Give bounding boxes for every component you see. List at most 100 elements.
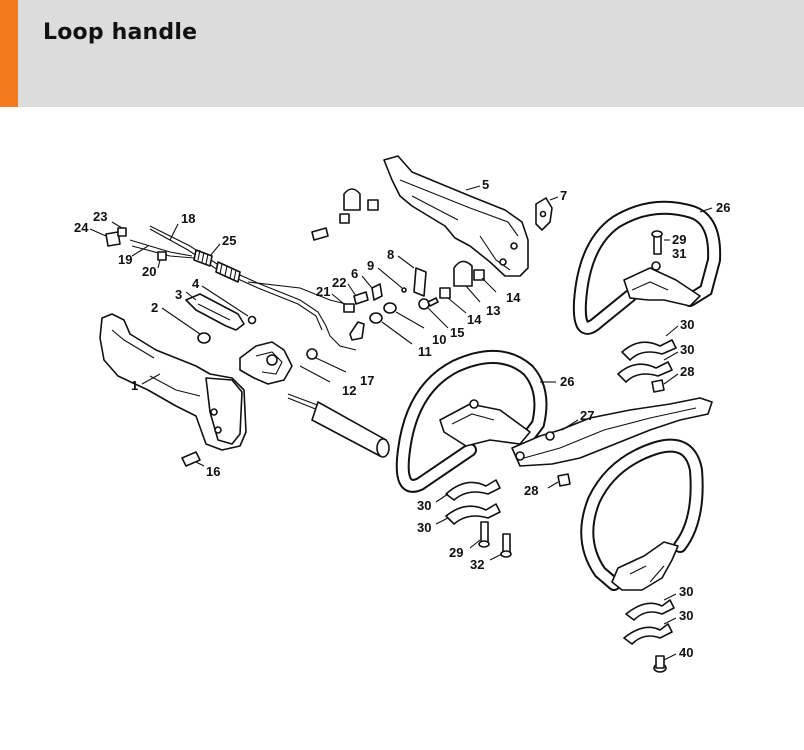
callout-5: 5	[482, 177, 489, 192]
callout-25: 25	[222, 233, 236, 248]
callout-30-upper-a: 30	[680, 317, 694, 332]
leader-13	[465, 285, 481, 303]
part-2-spring	[197, 332, 211, 344]
leader-23	[111, 221, 123, 229]
part-11-switch	[349, 312, 383, 341]
part-30-clamp-f	[623, 623, 673, 645]
leader-7	[549, 196, 559, 201]
part-23-clip	[117, 227, 127, 237]
callout-26-center: 26	[560, 374, 574, 389]
callout-17: 17	[360, 373, 374, 388]
callout-26-upper: 26	[716, 200, 730, 215]
leader-14a	[481, 277, 497, 293]
part-16-screw	[181, 451, 201, 467]
leader-11	[381, 321, 413, 345]
leader-28a	[663, 373, 679, 385]
leader-40	[663, 653, 677, 661]
accent-bar	[0, 0, 18, 107]
part-27-handle-bar	[511, 397, 713, 467]
part-26-loop-handle-center	[395, 349, 548, 493]
leader-17	[315, 357, 347, 373]
callout-9: 9	[367, 258, 374, 273]
callout-31: 31	[672, 246, 686, 261]
callout-6: 6	[351, 266, 358, 281]
leader-28b	[547, 481, 559, 489]
callout-1: 1	[131, 378, 138, 393]
callout-30-upper-b: 30	[680, 342, 694, 357]
callout-20: 20	[142, 264, 156, 279]
part-22-spring	[353, 291, 369, 305]
part-clamp-upper-left	[311, 188, 379, 241]
callout-10: 10	[432, 332, 446, 347]
leader-18	[169, 223, 179, 241]
leader-8	[397, 255, 415, 269]
part-1-rear-handle	[99, 313, 247, 451]
part-21-connector	[343, 303, 355, 313]
callout-14-left: 14	[467, 312, 482, 327]
part-17-nut	[306, 348, 318, 360]
callout-21: 21	[316, 284, 330, 299]
callout-2: 2	[151, 300, 158, 315]
callout-13: 13	[486, 303, 500, 318]
callout-24: 24	[74, 220, 89, 235]
callout-22: 22	[332, 275, 346, 290]
callout-29-center: 29	[449, 545, 463, 560]
part-32-screw	[500, 533, 512, 558]
part-25-throttle-cable	[149, 225, 357, 351]
callout-30-center-b: 30	[417, 520, 431, 535]
part-30-clamp-c	[445, 479, 501, 501]
part-12-handle-bracket	[239, 341, 293, 385]
callout-11: 11	[418, 344, 432, 359]
part-40-screw	[653, 655, 667, 673]
callout-29-upper: 29	[672, 232, 686, 247]
callout-28-upper: 28	[680, 364, 694, 379]
page-title: Loop handle	[43, 20, 198, 45]
leader-12	[299, 365, 331, 383]
part-13-clamp	[439, 260, 485, 299]
leader-32	[489, 553, 503, 561]
callout-30-lower-b: 30	[679, 608, 693, 623]
callout-12: 12	[342, 383, 356, 398]
leader-24	[89, 228, 107, 237]
leader-30d	[435, 517, 449, 525]
part-7-grip-plate	[535, 197, 553, 231]
callout-4: 4	[192, 276, 200, 291]
part-15-screw	[418, 297, 439, 310]
leader-21	[331, 293, 345, 305]
part-5-housing-shell	[383, 155, 529, 277]
callout-30-center-a: 30	[417, 498, 431, 513]
callout-14-right: 14	[506, 290, 521, 305]
part-9-pin	[401, 287, 407, 293]
leader-2	[161, 307, 201, 335]
callout-32: 32	[470, 557, 484, 572]
leader-26a	[699, 207, 713, 213]
part-29-screw-upper	[651, 230, 663, 255]
leader-30a	[665, 325, 679, 337]
part-drive-tube	[287, 393, 390, 458]
callout-3: 3	[175, 287, 182, 302]
leader-29b	[469, 539, 481, 549]
part-30-clamp-a	[621, 339, 677, 361]
leader-30f	[663, 617, 677, 625]
part-30-clamp-d	[445, 503, 501, 525]
leader-9	[377, 267, 403, 289]
part-24-terminal	[105, 231, 121, 247]
part-6-bracket	[371, 283, 383, 301]
part-26-loop-handle-upper	[572, 200, 722, 335]
part-30-clamp-e	[625, 599, 675, 621]
leader-3	[185, 291, 197, 301]
callout-7: 7	[560, 188, 567, 203]
callout-30-lower-a: 30	[679, 584, 693, 599]
leader-1	[141, 373, 161, 385]
part-19-20-wires	[129, 239, 195, 261]
callout-40: 40	[679, 645, 693, 660]
part-loop-handle-lower	[580, 438, 704, 591]
leader-27	[561, 419, 579, 431]
part-8-contact	[413, 267, 427, 297]
leader-30c	[435, 493, 449, 503]
leader-22	[347, 283, 357, 297]
leader-20	[157, 259, 161, 269]
callout-15: 15	[450, 325, 464, 340]
part-3-throttle-trigger	[185, 293, 245, 331]
